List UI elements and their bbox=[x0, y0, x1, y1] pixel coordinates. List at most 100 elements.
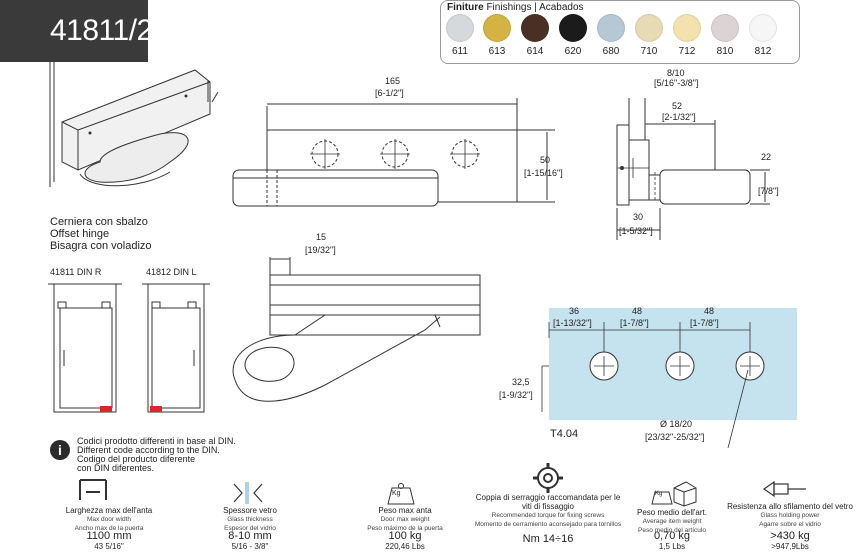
finish-code: 613 bbox=[488, 46, 506, 57]
product-code-box: 41811/2 bbox=[0, 0, 153, 62]
dim-22-in: [7/8"] bbox=[758, 186, 779, 196]
spec-label-it: Larghezza max dell'anta bbox=[65, 506, 153, 515]
product-name: Cerniera con sbalzo Offset hinge Bisagra… bbox=[50, 216, 152, 252]
spec-label-es: Peso medio del artículo bbox=[638, 527, 706, 534]
door-label-right: 41811 DIN R bbox=[50, 267, 102, 277]
dim-15-in: [19/32"] bbox=[305, 245, 336, 255]
dim-8-10-in: [5/16"-3/8"] bbox=[654, 78, 699, 88]
info-icon: i bbox=[50, 440, 70, 460]
product-name-en: Offset hinge bbox=[50, 228, 110, 240]
dim-165-in: [6-1/2"] bbox=[375, 88, 404, 98]
spec-label-en: Glass holding power bbox=[760, 512, 820, 519]
finish-code: 614 bbox=[526, 46, 544, 57]
item-weight-icon bbox=[651, 481, 697, 507]
pivot-marker-right bbox=[100, 406, 112, 412]
screw-dot bbox=[620, 166, 624, 170]
product-name-es: Bisagra con voladizo bbox=[50, 240, 152, 252]
dim-30: 30 bbox=[633, 212, 644, 222]
spec-value: 8-10 mm bbox=[228, 530, 272, 542]
weight-kg-label: Kg bbox=[392, 490, 401, 497]
spec-label-en: Max door width bbox=[86, 516, 132, 523]
top-view-drawing bbox=[232, 257, 481, 402]
door-label-left: 41812 DIN L bbox=[146, 267, 197, 277]
din-note-it: Codici prodotto differenti in base al DI… bbox=[77, 436, 236, 446]
dim-48b: 48 bbox=[704, 306, 715, 316]
door-diagrams bbox=[48, 283, 210, 413]
dim-48a: 48 bbox=[632, 306, 643, 316]
finish-swatch bbox=[673, 14, 701, 42]
spec-label-en: Glass thickness bbox=[227, 516, 273, 523]
spec-label-en: Average item weight bbox=[642, 518, 702, 525]
torque-gear-icon bbox=[533, 463, 563, 493]
finishes-title: Finiture Finishings | Acabados bbox=[447, 2, 584, 13]
spec-label-es: Agarre sobre el vidrio bbox=[759, 521, 821, 528]
dim-48a-in: [1-7/8"] bbox=[620, 318, 649, 328]
spec-value-imperial: >947,9Lbs bbox=[771, 542, 809, 551]
weight-icon bbox=[387, 483, 415, 505]
door-width-icon bbox=[79, 479, 107, 500]
glass-thickness-icon bbox=[233, 482, 263, 504]
finish-code: 710 bbox=[640, 46, 658, 57]
din-note-es1: Codigo del producto diferente bbox=[77, 454, 196, 464]
spec-value: >430 kg bbox=[770, 530, 810, 542]
spec-label-it: Spessore vetro bbox=[223, 506, 277, 515]
finishes-title-bold: Finiture bbox=[447, 2, 484, 13]
dim-50: 50 bbox=[540, 155, 551, 165]
spec-value: 100 kg bbox=[388, 530, 422, 542]
din-note-en: Different code according to the DIN. bbox=[77, 445, 220, 455]
dim-52-in: [2-1/32"] bbox=[662, 112, 696, 122]
side-view-drawing bbox=[616, 98, 770, 240]
spec-label-it: Peso max anta bbox=[378, 506, 432, 515]
spec-label-es: Ancho max de la puerta bbox=[74, 525, 144, 532]
spec-label-en: Recommended torque for fixing screws bbox=[491, 512, 605, 519]
dim-165: 165 bbox=[385, 76, 401, 86]
spec-label-es: Momento de cerramiento aconsejado para t… bbox=[474, 521, 622, 528]
spec-label-it: Resistenza allo sfilamento del vetro bbox=[727, 502, 853, 511]
finish-swatch bbox=[749, 14, 777, 42]
screw-dot bbox=[88, 131, 92, 135]
item-kg-label: Kg bbox=[655, 491, 663, 497]
pull-out-icon bbox=[762, 480, 806, 498]
finishes-title-rest: Finishings | Acabados bbox=[483, 2, 584, 13]
spec-caption: Coppia di serraggio raccomandata per le … bbox=[473, 493, 623, 529]
spec-label-en: Door max weight bbox=[380, 516, 430, 523]
spec-value-imperial: 220,46 Lbs bbox=[385, 542, 425, 551]
finish-swatch bbox=[597, 14, 625, 42]
dim-8-10: 8/10 bbox=[667, 68, 685, 78]
glass-code: T4.04 bbox=[550, 428, 579, 440]
finish-code: 680 bbox=[602, 46, 620, 57]
spec-value: 1100 mm bbox=[86, 530, 132, 542]
din-note-es2: con DIN diferentes. bbox=[77, 463, 155, 473]
front-view-drawing bbox=[232, 98, 555, 207]
finish-swatch bbox=[521, 14, 549, 42]
product-code: 41811/2 bbox=[50, 14, 153, 47]
finish-code: 620 bbox=[564, 46, 582, 57]
pivot-marker-left bbox=[150, 406, 162, 412]
dim-hole-in: [23/32"-25/32"] bbox=[645, 432, 705, 442]
finish-code: 812 bbox=[754, 46, 772, 57]
spec-label-es: Peso máximo de la puerta bbox=[367, 525, 443, 532]
spec-value: 0,70 kg bbox=[653, 530, 691, 542]
dim-50-in: [1-15/16"] bbox=[524, 168, 563, 178]
din-note: Codici prodotto differenti in base al DI… bbox=[77, 437, 236, 473]
spec-label-it: Peso medio dell'art. bbox=[636, 508, 707, 517]
spec-value: Nm 14÷16 bbox=[522, 533, 574, 545]
dim-36-in: [1-13/32"] bbox=[553, 318, 592, 328]
spec-value-imperial: 1,5 Lbs bbox=[658, 542, 686, 551]
finish-swatch bbox=[635, 14, 663, 42]
dim-32-5: 32,5 bbox=[512, 377, 530, 387]
dim-32-5-in: [1-9/32"] bbox=[499, 390, 533, 400]
dim-36: 36 bbox=[569, 306, 580, 316]
spec-value-imperial: 43 5/16" bbox=[94, 542, 124, 551]
dim-52: 52 bbox=[672, 101, 683, 111]
product-name-it: Cerniera con sbalzo bbox=[50, 216, 148, 228]
finish-swatch bbox=[446, 14, 474, 42]
finish-code: 810 bbox=[716, 46, 734, 57]
finish-swatch bbox=[483, 14, 511, 42]
screw-dot bbox=[184, 94, 188, 98]
